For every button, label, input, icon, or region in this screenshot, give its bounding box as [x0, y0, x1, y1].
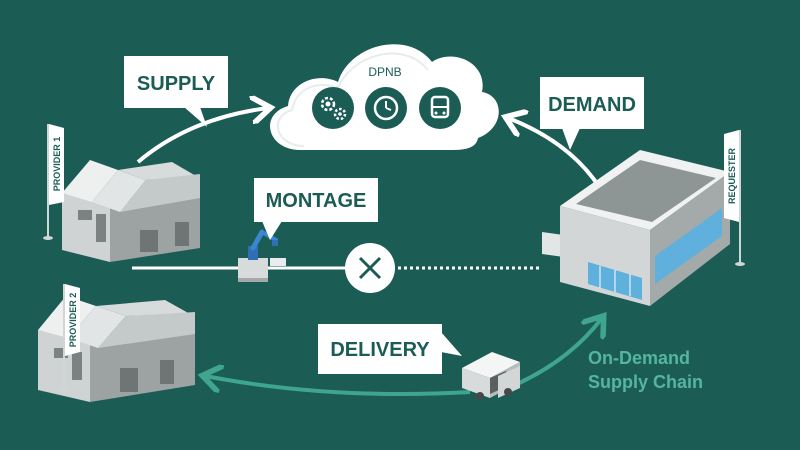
bus-icon: [419, 87, 461, 129]
delivery-callout: DELIVERY: [318, 324, 462, 374]
blocked-connection-icon: [345, 243, 395, 293]
cloud-title: DPNB: [368, 65, 401, 79]
delivery-label: DELIVERY: [330, 339, 430, 361]
delivery-arrow-right: [514, 318, 602, 387]
requester-building: [542, 150, 730, 306]
delivery-arrow-left: [205, 376, 471, 396]
montage-label: MONTAGE: [266, 190, 367, 212]
demand-arrow: [508, 118, 602, 190]
demand-label: DEMAND: [548, 94, 636, 116]
requester-flag: REQUESTER: [724, 130, 745, 266]
provider-2-building: [38, 296, 195, 402]
clock-icon: [365, 87, 407, 129]
gears-icon: [312, 87, 354, 129]
provider-2-flag-label: PROVIDER 2: [68, 293, 78, 348]
provider-1-flag: PROVIDER 1: [43, 124, 64, 240]
provider-1-flag-label: PROVIDER 1: [52, 137, 62, 192]
demand-callout: DEMAND: [540, 77, 644, 150]
provider-2-flag: PROVIDER 2: [59, 284, 80, 392]
truck-icon: [462, 352, 520, 400]
supply-label: SUPPLY: [137, 73, 216, 95]
requester-flag-label: REQUESTER: [727, 147, 737, 204]
montage-callout: MONTAGE: [254, 178, 378, 240]
robot-arm-icon: [238, 229, 286, 282]
caption-line-1: On-Demand: [588, 348, 690, 368]
supply-callout: SUPPLY: [124, 56, 228, 127]
supply-arrow: [136, 108, 268, 164]
caption-line-2: Supply Chain: [588, 372, 703, 392]
dpnb-cloud: DPNB: [270, 44, 499, 151]
provider-1-building: [62, 160, 200, 262]
